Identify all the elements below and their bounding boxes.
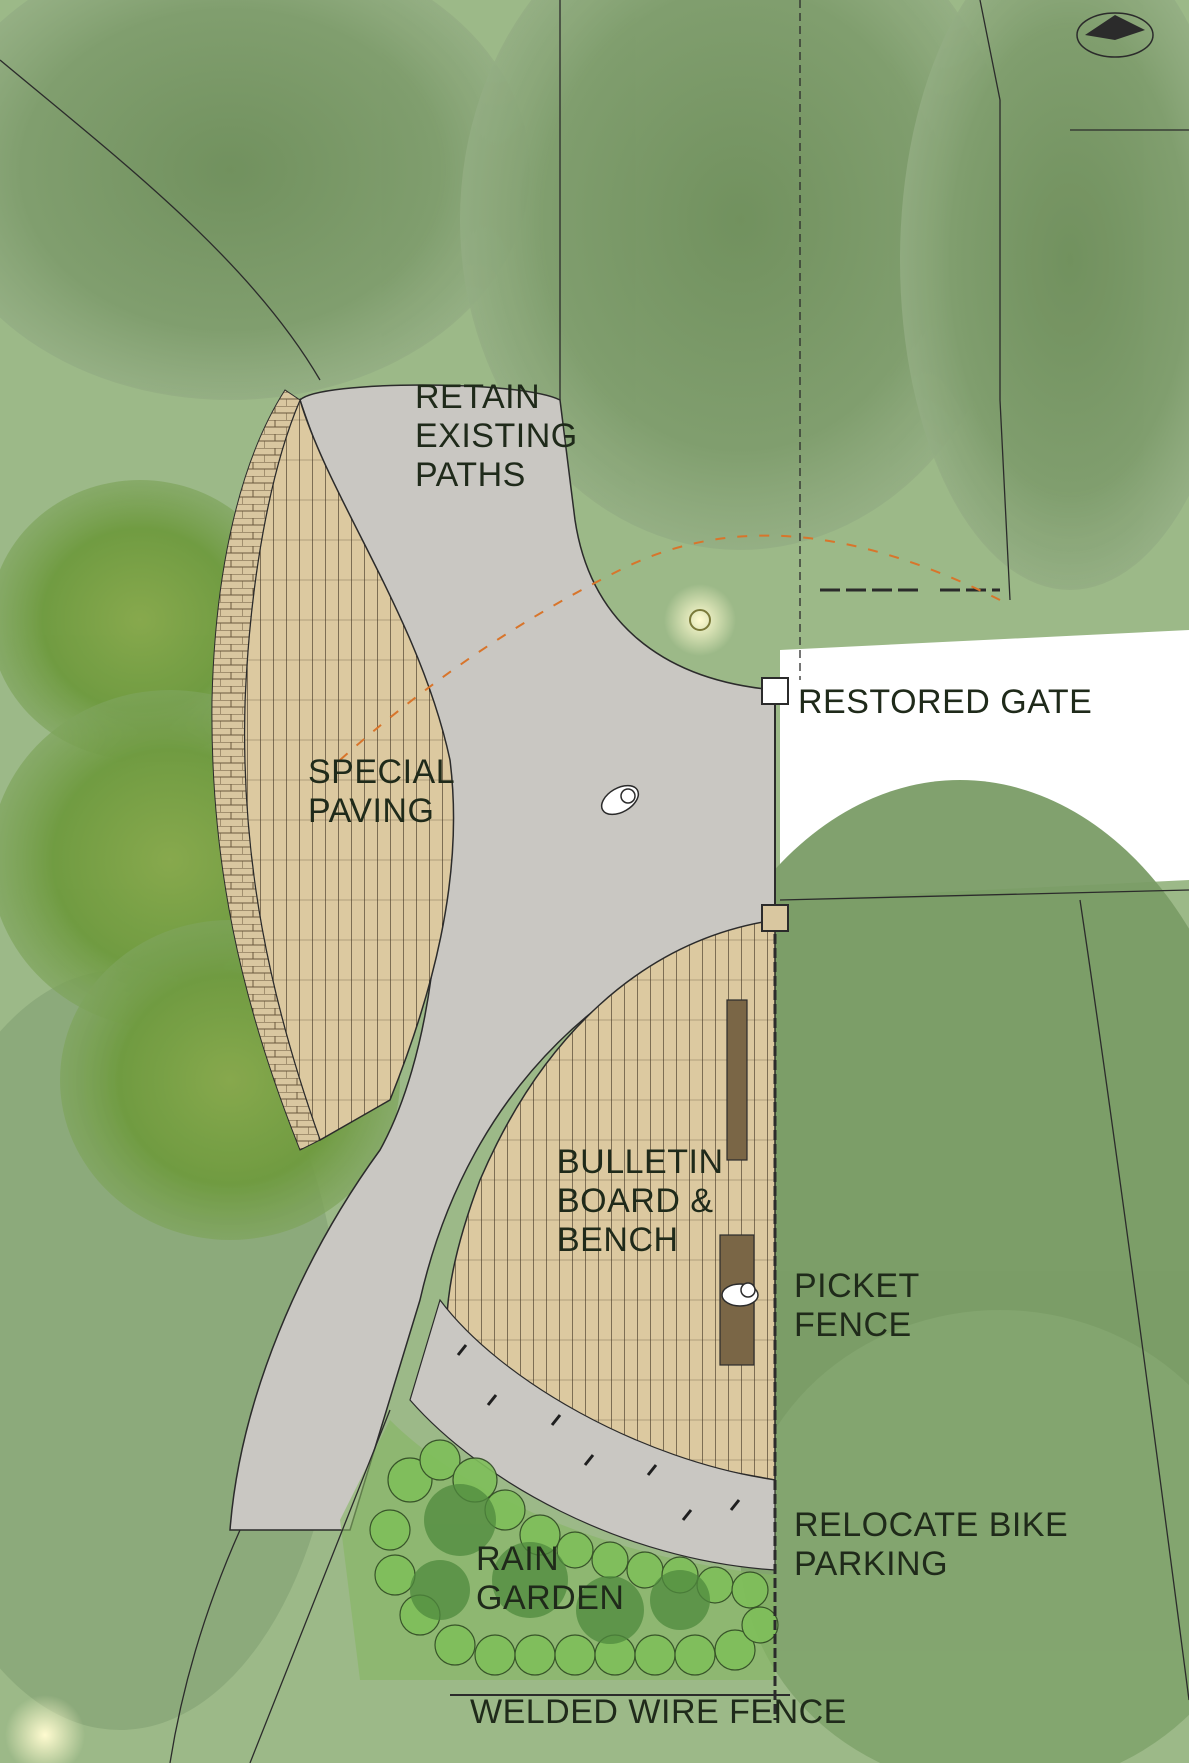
path-centerline [339, 534, 1001, 761]
rain-garden-shrubs [340, 1420, 779, 1680]
bike-icons [456, 1344, 741, 1521]
north-arrow-icon [1076, 12, 1154, 58]
gate-post-south [761, 904, 789, 932]
gate-post-north [761, 677, 789, 705]
label-restored-gate: RESTORED GATE [798, 683, 1093, 721]
label-welded-wire-fence: WELDED WIRE FENCE [470, 1693, 847, 1731]
lamp-glow [664, 584, 736, 656]
brick-edge-left [211, 389, 321, 1151]
person-icon [600, 784, 759, 1307]
lamp-icon [689, 609, 711, 631]
lamp-glow-bottom [5, 1695, 85, 1763]
